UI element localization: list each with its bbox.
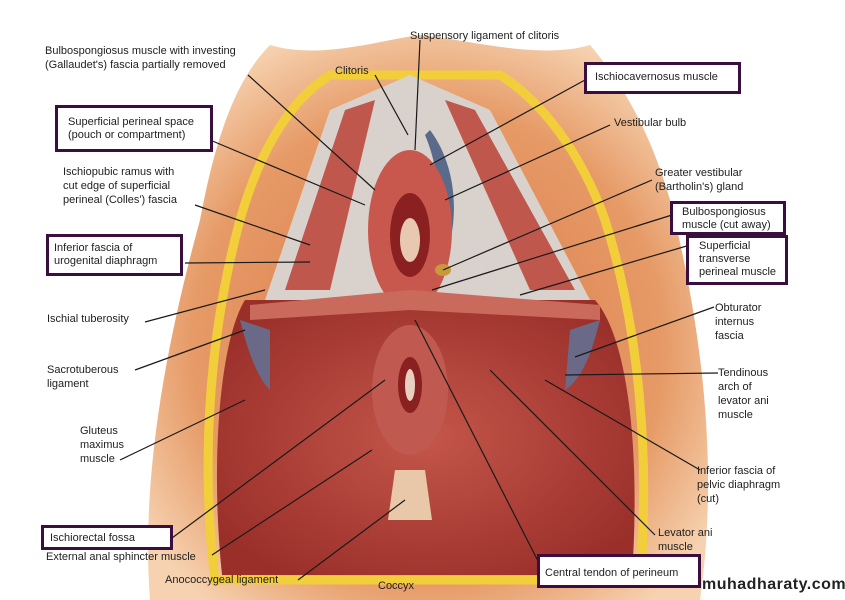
label-sacrotuberous-2: ligament [47, 378, 89, 390]
label-clitoris: Clitoris [335, 65, 369, 77]
label-inferior-pelvic: Inferior fascia of [697, 465, 776, 477]
label-central-tendon: Central tendon of perineum [545, 567, 679, 579]
label-bulbospongiosus-cut-2: muscle (cut away) [682, 219, 771, 231]
box-superficial-perineal-space: Superficial perineal space (pouch or com… [55, 105, 213, 152]
label-ischial-tuberosity: Ischial tuberosity [47, 313, 129, 325]
label-vestibular-bulb: Vestibular bulb [614, 117, 687, 129]
label-bulbospongiosus-cut: Bulbospongiosus [682, 206, 766, 218]
label-tendinous-3: levator ani [718, 395, 769, 407]
label-greater-vestibular-2: (Bartholin's) gland [655, 181, 744, 193]
label-gluteus-2: maximus [80, 439, 125, 451]
label-bulbospongiosus-investing-2: (Gallaudet's) fascia partially removed [45, 59, 226, 71]
obturator-right [565, 320, 600, 390]
label-inferior-pelvic-3: (cut) [697, 493, 719, 505]
label-obturator: Obturator [715, 302, 762, 314]
label-levator-ani: Levator ani [658, 527, 713, 539]
vaginal-inner [400, 218, 420, 262]
box-ischiocavernosus: Ischiocavernosus muscle [584, 62, 741, 94]
label-obturator-3: fascia [715, 330, 744, 342]
label-transverse: Superficial [699, 240, 751, 252]
label-ischiorectal: Ischiorectal fossa [50, 532, 135, 544]
label-gluteus-3: muscle [80, 453, 115, 465]
label-ischiocavernosus: Ischiocavernosus muscle [595, 71, 718, 83]
label-tendinous: Tendinous [718, 367, 769, 379]
label-transverse-3: perineal muscle [699, 266, 777, 278]
label-tendinous-4: muscle [718, 409, 753, 421]
box-inferior-fascia-urogenital: Inferior fascia of urogenital diaphragm [46, 234, 183, 276]
box-superficial-transverse: Superficial transverse perineal muscle [686, 235, 788, 285]
transverse-muscle [250, 290, 600, 320]
label-ischiopubic-2: cut edge of superficial [63, 180, 171, 192]
leader-lines [119, 39, 719, 581]
label-inferior-fascia-uro: Inferior fascia of [54, 242, 133, 254]
label-ischiopubic-3: perineal (Colles') fascia [63, 194, 177, 206]
label-sacrotuberous: Sacrotuberous [47, 364, 119, 376]
obturator-left [240, 320, 270, 390]
label-inferior-fascia-uro-2: urogenital diaphragm [54, 255, 158, 267]
ischiocavernosus-left [285, 100, 375, 290]
label-obturator-2: internus [715, 316, 755, 328]
label-superficial-space: Superficial perineal space [68, 116, 194, 128]
box-central-tendon: Central tendon of perineum [537, 554, 701, 588]
label-external-anal-sphincter: External anal sphincter muscle [46, 551, 196, 563]
label-inferior-pelvic-2: pelvic diaphragm [697, 479, 781, 491]
watermark: muhadharaty.com [702, 576, 845, 593]
label-anococcygeal: Anococcygeal ligament [165, 574, 279, 586]
box-ischiorectal-fossa: Ischiorectal fossa [41, 525, 173, 550]
label-superficial-space-2: (pouch or compartment) [68, 129, 186, 141]
label-coccyx: Coccyx [378, 580, 415, 592]
ischiocavernosus-right [445, 100, 575, 290]
label-ischiopubic: Ischiopubic ramus with [63, 166, 175, 178]
anus-inner [405, 369, 415, 401]
coccyx-shape [388, 470, 432, 520]
label-tendinous-2: arch of [718, 381, 752, 393]
label-levator-ani-2: muscle [658, 541, 693, 553]
fat-border [203, 70, 649, 585]
label-gluteus: Gluteus [80, 425, 118, 437]
box-bulbospongiosus-cut: Bulbospongiosus muscle (cut away) [670, 201, 786, 235]
label-suspensory-ligament: Suspensory ligament of clitoris [410, 30, 560, 42]
label-greater-vestibular: Greater vestibular [655, 167, 743, 179]
label-transverse-2: transverse [699, 253, 751, 265]
label-bulbospongiosus-investing: Bulbospongiosus muscle with investing [45, 45, 236, 57]
